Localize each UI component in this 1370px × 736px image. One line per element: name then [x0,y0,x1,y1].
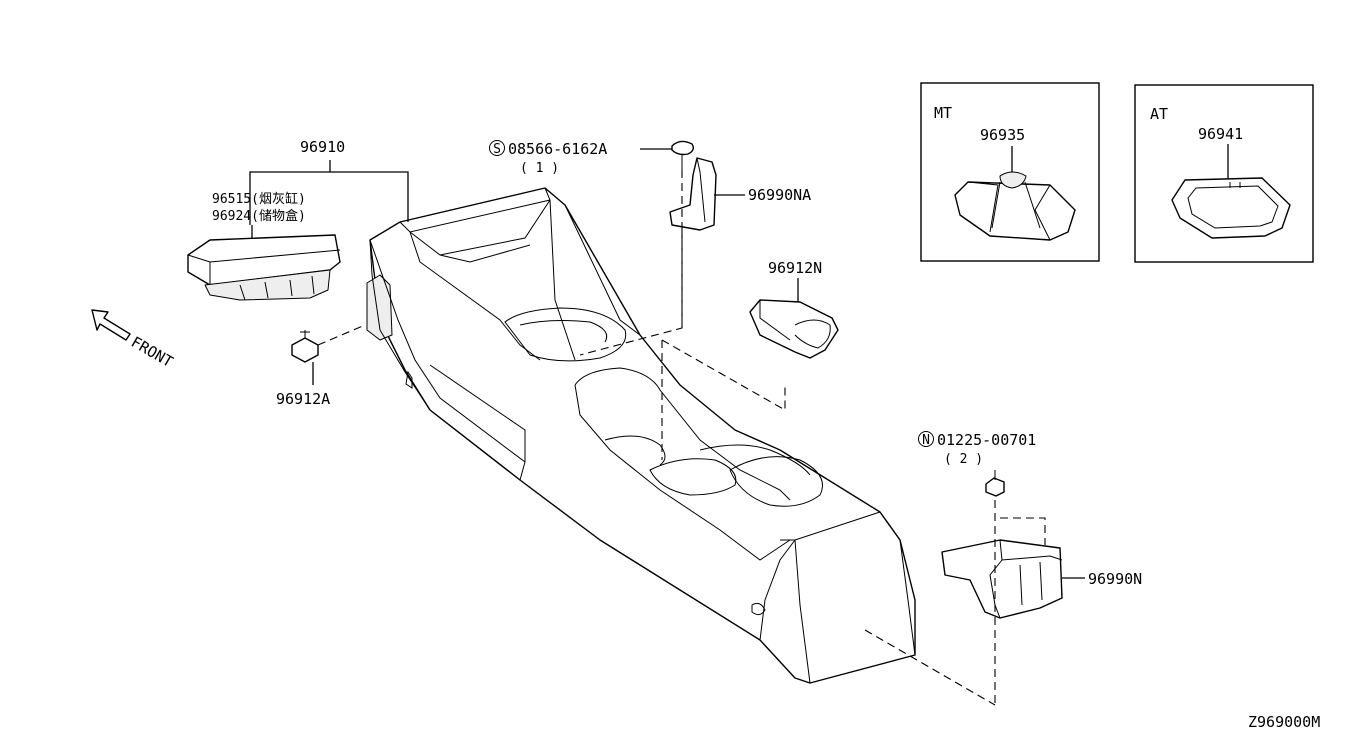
screw-callout: S 08566-6162A ( 1 ) [489,140,607,176]
nut-symbol: N [922,433,930,448]
front-arrow: FRONT [91,309,176,371]
label-nut-code: 01225-00701 [937,431,1036,449]
label-ashtray: 96515(烟灰缸) [212,191,306,207]
inset-mt-tag: MT [934,104,952,122]
bracket-96990N [941,539,1063,619]
inset-at: AT 96941 [1134,84,1314,263]
inset-at-part: 96941 [1198,125,1243,143]
leader-lines [249,148,1085,706]
label-screw-code: 08566-6162A [508,140,607,158]
front-arrow-label: FRONT [128,333,176,371]
screw-08566 [671,140,695,170]
label-storage-box: 96924(储物盒) [212,208,306,224]
cup-holder-96912N [749,299,839,359]
shift-boot [954,171,1076,241]
shift-bezel [1171,177,1291,239]
nut-symbol-circle [918,431,934,447]
inset-at-frame [1134,84,1314,263]
ashtray-box [187,234,341,301]
inset-mt-frame [920,82,1100,262]
label-clip: 96912A [276,390,330,408]
diagram-code: Z969000M [1248,713,1320,731]
screw-symbol: S [493,142,501,157]
label-bracket-rear: 96990N [1088,570,1142,588]
nut-callout: N 01225-00701 ( 2 ) [918,431,1036,467]
clip-96912A [291,330,319,363]
inset-at-tag: AT [1150,105,1168,123]
bracket-96990NA [669,157,717,231]
label-screw-qty: ( 1 ) [520,161,559,176]
label-cup-holder: 96912N [768,259,822,277]
center-console [366,187,916,684]
inset-mt-part: 96935 [980,126,1025,144]
label-nut-qty: ( 2 ) [944,452,983,467]
inset-mt: MT 96935 [920,82,1100,262]
screw-symbol-circle [489,140,505,156]
label-console: 96910 [300,138,345,156]
nut-01225 [985,470,1005,497]
label-bracket-front: 96990NA [748,186,811,204]
